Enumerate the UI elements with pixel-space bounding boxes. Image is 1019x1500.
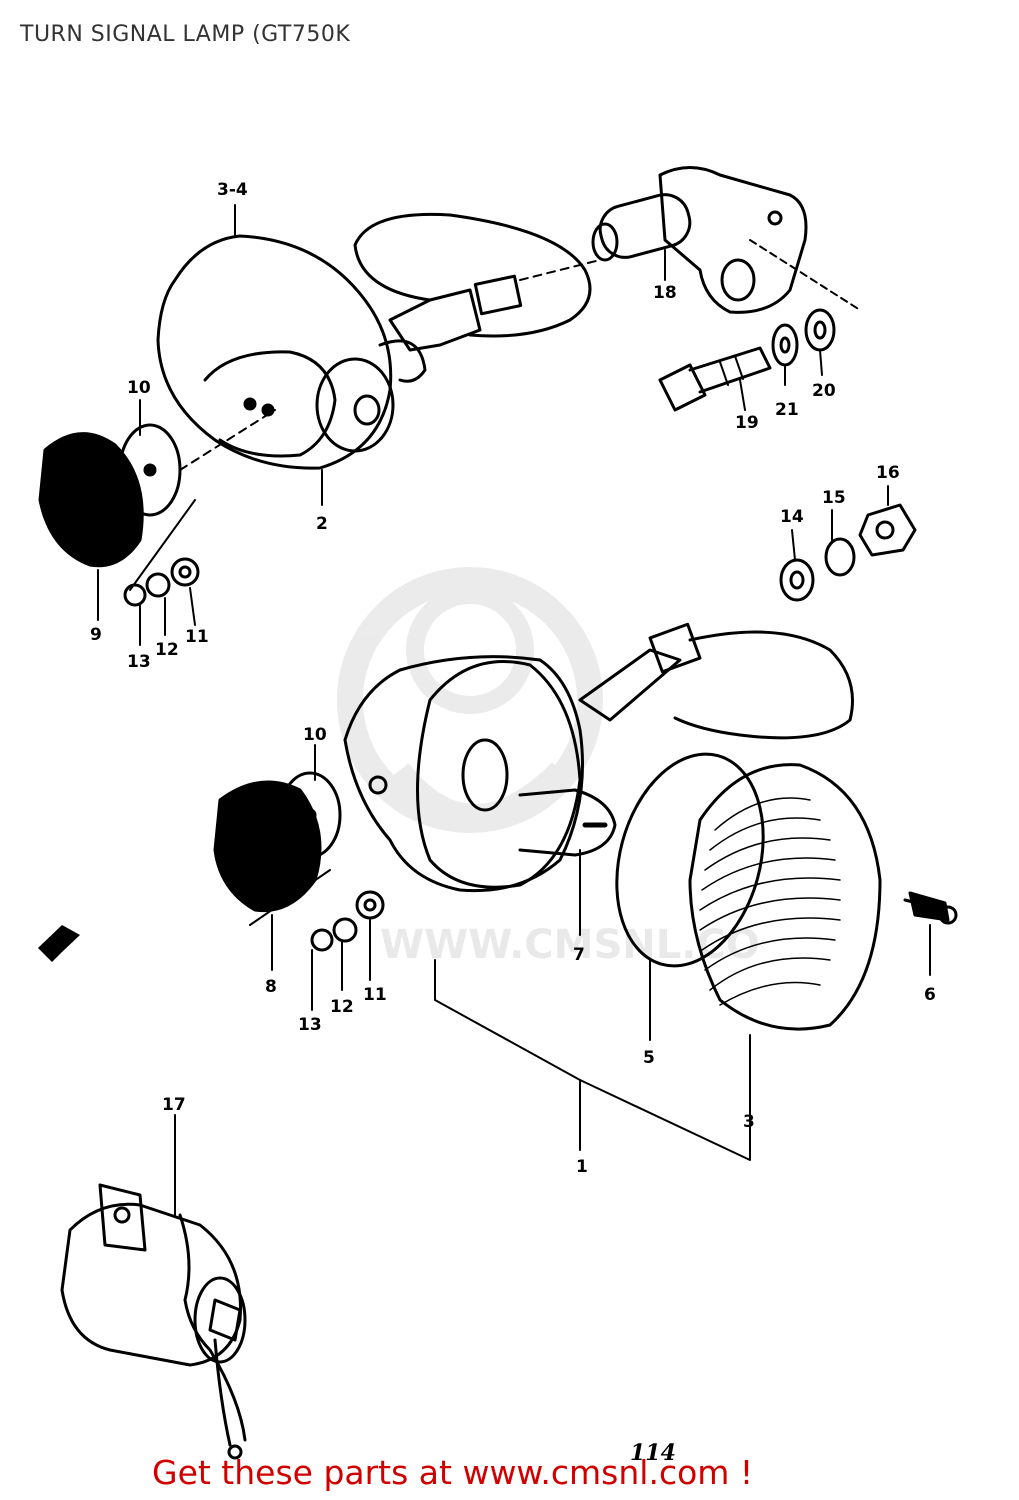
callout: 11: [363, 985, 387, 1005]
gasket-5: [615, 752, 765, 968]
page-number: 114: [630, 1440, 676, 1466]
callout: 11: [185, 627, 209, 647]
callout: 10: [127, 378, 151, 398]
upper-lamp-body: [156, 234, 395, 470]
washer-20: [804, 308, 836, 352]
callout: 6: [924, 985, 936, 1005]
callout: 17: [162, 1095, 186, 1115]
page-title: TURN SIGNAL LAMP (GT750K: [20, 22, 351, 47]
callout: 19: [735, 413, 759, 433]
upper-lamp-wire: [353, 212, 592, 338]
callout: 5: [643, 1048, 655, 1068]
washer-21: [771, 323, 799, 367]
bulb-7: [518, 788, 617, 857]
lower-lamp-wire: [673, 630, 854, 740]
callout: 7: [573, 945, 585, 965]
callout: 12: [155, 640, 179, 660]
callout: 2: [316, 514, 328, 534]
stay-bracket: [591, 166, 861, 314]
callout: 10: [303, 725, 327, 745]
lower-lamp-housing: [343, 622, 702, 893]
lock-washer-15: [824, 537, 856, 577]
callout: 13: [298, 1015, 322, 1035]
lower-lens: [213, 771, 342, 913]
callout: 9: [90, 625, 102, 645]
front-arrow-icon: [38, 925, 80, 962]
callout-labels: 3-4 18 19 21 20 10 2 9 13 12 11 16 15 14…: [90, 180, 936, 1177]
callout: 21: [775, 400, 799, 420]
callout: 15: [822, 488, 846, 508]
footer-parts-link[interactable]: Get these parts at www.cmsnl.com !: [152, 1453, 754, 1492]
screw-6: [903, 891, 958, 925]
nut-16: [858, 503, 917, 557]
callout: 14: [780, 507, 804, 527]
callout: 13: [127, 652, 151, 672]
callout: 12: [330, 997, 354, 1017]
upper-lens: [38, 423, 182, 568]
lens-3: [688, 763, 882, 1031]
callout: 3: [743, 1112, 755, 1132]
callout: 16: [876, 463, 900, 483]
callout: 20: [812, 381, 836, 401]
callout: 3-4: [217, 180, 248, 200]
callout: 8: [265, 977, 277, 997]
callout: 1: [576, 1157, 588, 1177]
flasher-relay-17: [60, 1183, 247, 1460]
washer-14: [779, 558, 815, 602]
bolt-19: [658, 346, 772, 412]
callout: 18: [653, 283, 677, 303]
